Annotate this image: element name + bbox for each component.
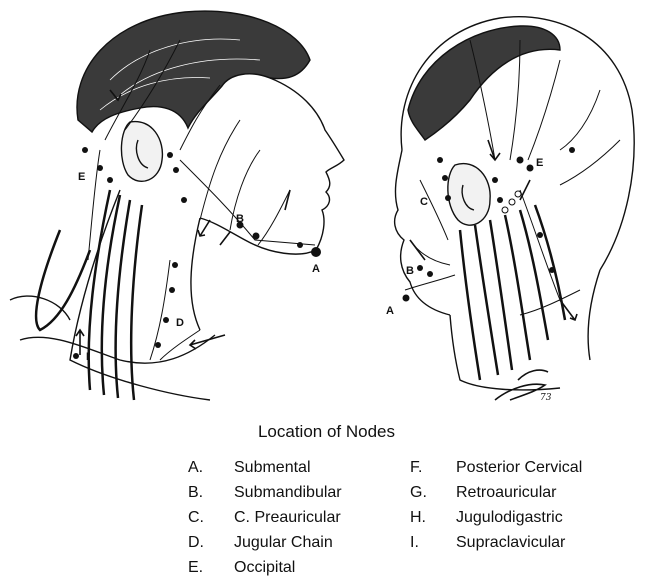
legend-title: Location of Nodes (0, 422, 653, 442)
right-hair (408, 26, 560, 140)
legend-letter: I. (410, 530, 456, 555)
right-arrows (410, 140, 577, 320)
right-ear (448, 164, 490, 226)
left-marker-a: A (312, 263, 320, 275)
legend-item-d: D.Jugular Chain (188, 530, 342, 555)
left-hair (77, 11, 310, 132)
legend-label: Supraclavicular (456, 534, 565, 551)
lymph-node-illustration: E B A D I C E B (0, 0, 653, 420)
legend-label: Retroauricular (456, 484, 556, 501)
right-head-view (395, 17, 635, 400)
left-marker-d: D (176, 317, 184, 329)
legend-item-i: I.Supraclavicular (410, 530, 582, 555)
left-neck-muscles (36, 190, 142, 400)
legend-item-c: C.C. Preauricular (188, 505, 342, 530)
left-marker-e: E (78, 171, 85, 183)
legend-letter: D. (188, 530, 234, 555)
legend-letter: B. (188, 480, 234, 505)
left-ear (121, 122, 162, 182)
legend-label: Occipital (234, 559, 295, 576)
right-lymph-nodes (403, 147, 576, 302)
left-marker-i: I (86, 351, 89, 363)
legend-item-h: H.Jugulodigastric (410, 505, 582, 530)
artist-signature: 73 (540, 393, 552, 403)
legend-item-e: E.Occipital (188, 555, 342, 580)
legend-label: Jugulodigastric (456, 509, 563, 526)
left-marker-b: B (236, 213, 244, 225)
legend-item-f: F.Posterior Cervical (410, 455, 582, 480)
legend-item-g: G.Retroauricular (410, 480, 582, 505)
legend-letter: G. (410, 480, 456, 505)
right-neck-muscles (460, 205, 565, 380)
legend-column-left: A.Submental B.Submandibular C.C. Preauri… (188, 455, 342, 580)
legend-column-right: F.Posterior Cervical G.Retroauricular H.… (410, 455, 582, 555)
left-face-outline (200, 78, 344, 254)
right-marker-a: A (386, 305, 394, 317)
legend-label: Submandibular (234, 484, 342, 501)
legend-label: Submental (234, 459, 311, 476)
right-marker-b: B (406, 265, 414, 277)
right-open-nodes (502, 191, 521, 213)
legend-letter: F. (410, 455, 456, 480)
legend-item-a: A.Submental (188, 455, 342, 480)
legend-letter: C. (188, 505, 234, 530)
legend-letter: A. (188, 455, 234, 480)
right-marker-c: C (420, 196, 428, 208)
left-head-view (10, 11, 344, 400)
legend-item-b: B.Submandibular (188, 480, 342, 505)
legend-label: Posterior Cervical (456, 459, 582, 476)
legend-letter: E. (188, 555, 234, 580)
legend-letter: H. (410, 505, 456, 530)
legend-label: Jugular Chain (234, 534, 333, 551)
legend-label: C. Preauricular (234, 509, 341, 526)
right-face-outline (395, 150, 450, 315)
right-marker-e: E (536, 157, 543, 169)
